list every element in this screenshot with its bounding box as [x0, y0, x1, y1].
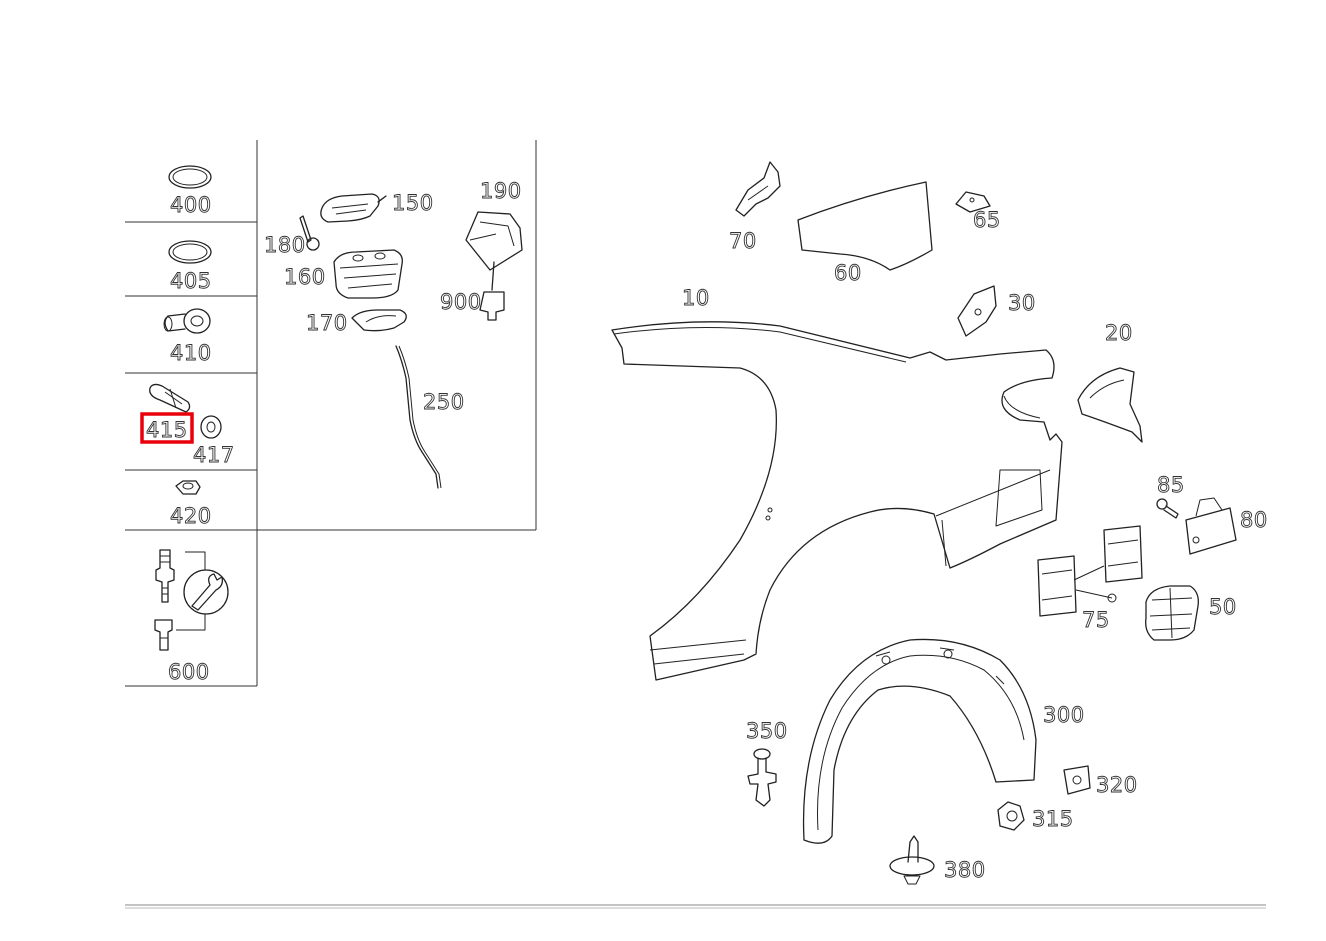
fuel-flap-150-drawing — [320, 193, 387, 223]
bottom-rule — [125, 904, 1266, 909]
actuator-190-drawing — [465, 211, 523, 291]
rear-side-panel-10-drawing — [611, 321, 1063, 681]
part-label-400[interactable]: 400 — [170, 193, 212, 218]
part-label-250[interactable]: 250 — [423, 390, 465, 415]
part-label-170[interactable]: 170 — [306, 311, 348, 336]
nut-420-drawing — [175, 480, 201, 495]
fastener-kit-600-drawing — [154, 549, 229, 651]
clip-320-drawing — [1063, 765, 1091, 795]
part-label-20[interactable]: 20 — [1105, 321, 1133, 346]
trim-part-70-drawing — [735, 161, 781, 217]
part-label-75[interactable]: 75 — [1082, 608, 1110, 633]
part-label-60[interactable]: 60 — [834, 261, 862, 286]
wheel-arch-liner-300-drawing — [802, 638, 1037, 844]
part-label-315[interactable]: 315 — [1032, 807, 1074, 832]
part-label-50[interactable]: 50 — [1209, 595, 1237, 620]
part-label-65[interactable]: 65 — [973, 208, 1001, 233]
part-label-150[interactable]: 150 — [392, 191, 434, 216]
pin-180-drawing — [299, 215, 320, 251]
part-label-417[interactable]: 417 — [193, 443, 235, 468]
part-label-320[interactable]: 320 — [1096, 773, 1138, 798]
part-label-415[interactable]: 415 — [146, 418, 188, 443]
banjo-fitting-410-drawing — [163, 308, 211, 334]
part-label-900[interactable]: 900 — [440, 290, 482, 315]
part-label-420[interactable]: 420 — [170, 504, 212, 529]
housing-160-drawing — [333, 249, 403, 299]
part-label-80[interactable]: 80 — [1240, 508, 1268, 533]
liner-20-drawing — [1077, 367, 1143, 443]
bracket-80-drawing — [1185, 497, 1237, 555]
panel-60-drawing — [797, 181, 933, 271]
screw-85-drawing — [1156, 498, 1179, 519]
cable-250-drawing — [395, 345, 442, 489]
part-label-380[interactable]: 380 — [944, 858, 986, 883]
fuel-door-50-drawing — [1145, 585, 1199, 641]
part-label-600[interactable]: 600 — [168, 660, 210, 685]
part-label-160[interactable]: 160 — [284, 265, 326, 290]
part-label-300[interactable]: 300 — [1043, 703, 1085, 728]
part-label-10[interactable]: 10 — [682, 286, 710, 311]
o-ring-400-drawing — [168, 165, 212, 189]
stud-380-drawing — [889, 835, 935, 885]
clip-350-drawing — [747, 748, 777, 807]
bracket-30-drawing — [957, 285, 997, 337]
bolt-415-drawing — [149, 383, 191, 413]
bracket-65-drawing — [955, 191, 991, 213]
part-label-85[interactable]: 85 — [1157, 473, 1185, 498]
part-labels: 400 405 410 415 417 420 600 150 180 190 … — [146, 179, 1268, 883]
part-label-350[interactable]: 350 — [746, 719, 788, 744]
part-label-405[interactable]: 405 — [170, 269, 212, 294]
part-label-30[interactable]: 30 — [1008, 291, 1036, 316]
part-label-70[interactable]: 70 — [729, 229, 757, 254]
part-label-180[interactable]: 180 — [264, 233, 306, 258]
flap-hinge-75-drawing — [1037, 525, 1143, 617]
highlight-box-415 — [140, 412, 194, 444]
o-ring-405-drawing — [168, 240, 212, 264]
seal-170-drawing — [351, 309, 407, 332]
washer-417-drawing — [200, 415, 222, 439]
part-label-410[interactable]: 410 — [170, 341, 212, 366]
nut-315-drawing — [997, 801, 1025, 831]
part-900-drawing — [479, 291, 505, 321]
sidebar-grid — [125, 140, 537, 687]
part-label-190[interactable]: 190 — [480, 179, 522, 204]
